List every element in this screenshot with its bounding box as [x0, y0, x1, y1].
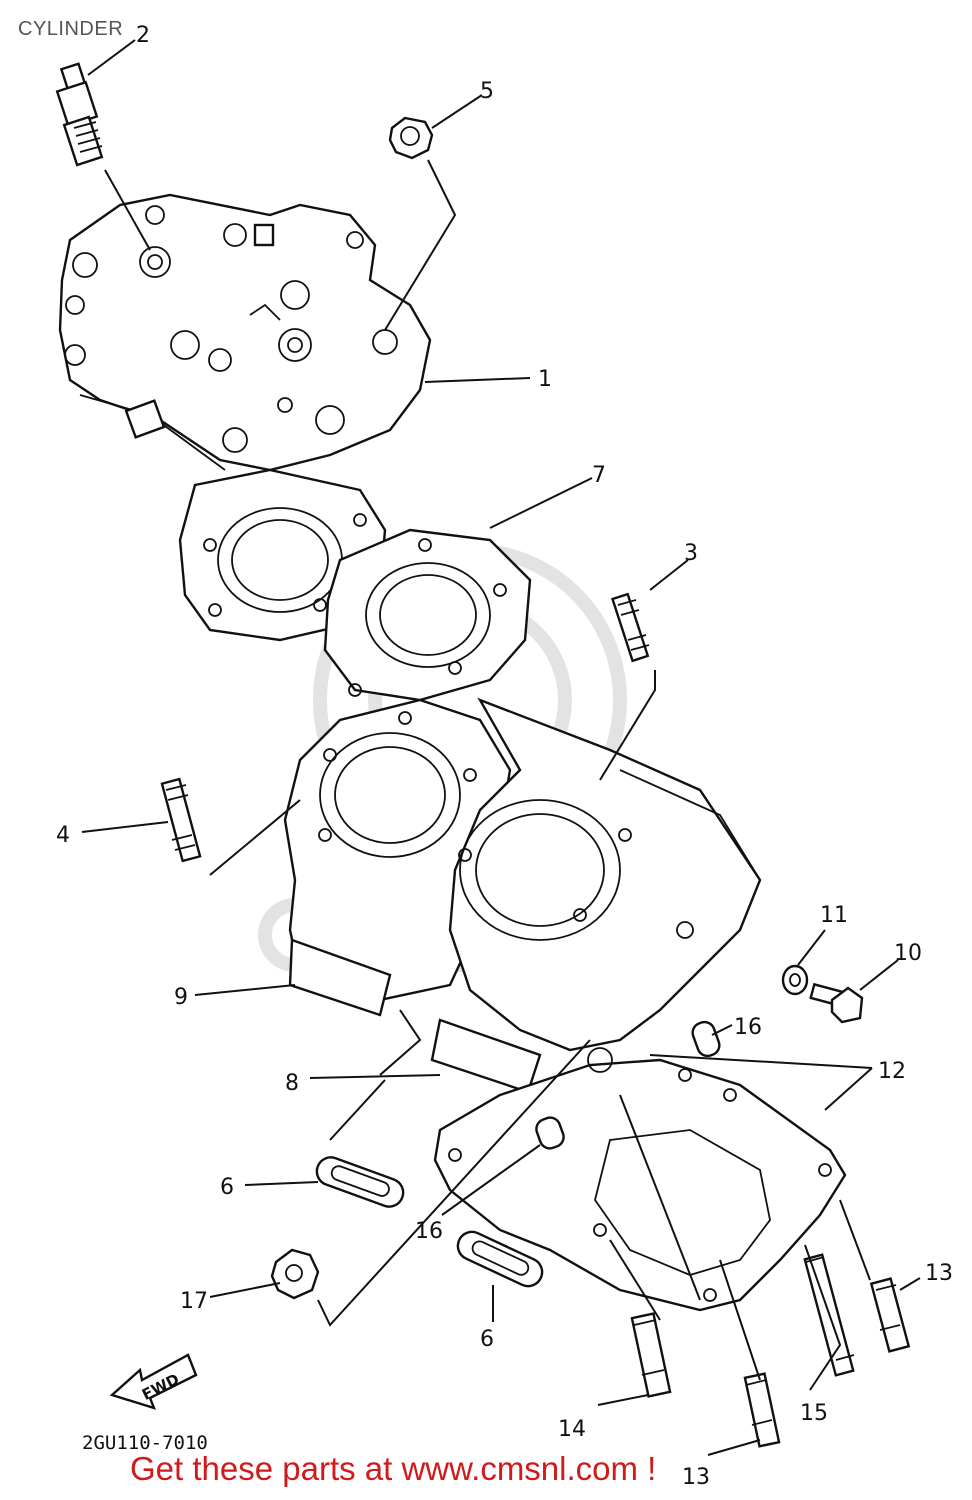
callout-9: 9 [174, 985, 188, 1010]
website-banner-link[interactable]: Get these parts at www.cmsnl.com ! [130, 1450, 657, 1487]
callout-16-lower: 16 [415, 1219, 443, 1244]
callout-16-upper: 16 [734, 1015, 762, 1040]
callout-12: 12 [878, 1059, 906, 1084]
leader-lines [81, 39, 921, 1456]
callout-4: 4 [56, 823, 70, 848]
callout-6-lower: 6 [480, 1327, 494, 1352]
callout-17: 17 [180, 1289, 208, 1314]
forward-arrow-icon: FWD [109, 1353, 198, 1410]
cylinder-head-gasket-rear [323, 528, 532, 702]
callout-6-upper: 6 [220, 1175, 234, 1200]
callout-11: 11 [820, 903, 848, 928]
callout-14: 14 [558, 1417, 586, 1442]
washer [781, 964, 809, 996]
dowel-pin-lower [535, 1116, 565, 1150]
stud-bolt-4 [160, 777, 202, 863]
stud-bolt-13-right [869, 1277, 911, 1353]
page-title: CYLINDER [18, 18, 124, 40]
cap-nut [388, 116, 434, 160]
exhaust-gasket-upper [315, 1156, 405, 1208]
callout-3: 3 [684, 541, 698, 566]
stud-bolt-14 [630, 1312, 672, 1398]
callout-15: 15 [800, 1401, 828, 1426]
flange-nut [270, 1248, 320, 1300]
callout-8: 8 [285, 1071, 299, 1096]
callout-1: 1 [538, 367, 552, 392]
callout-13-right: 13 [925, 1261, 953, 1286]
exhaust-manifold-joint [288, 938, 542, 1094]
bolt [809, 982, 864, 1024]
callout-10: 10 [894, 941, 922, 966]
callout-5: 5 [480, 79, 494, 104]
dowel-pin-upper [691, 1020, 721, 1058]
callout-13-lower: 13 [682, 1465, 710, 1490]
cylinder-rear [448, 697, 762, 1052]
diagram-code: 2GU110-7010 [82, 1432, 208, 1454]
spark-plug [55, 62, 104, 167]
callout-2: 2 [136, 23, 150, 48]
stud-bolt-13-lower [743, 1372, 781, 1448]
cylinder-head [58, 193, 432, 472]
exhaust-gasket-lower [456, 1230, 544, 1288]
stud-bolt-3 [610, 592, 650, 663]
callout-7: 7 [592, 463, 606, 488]
